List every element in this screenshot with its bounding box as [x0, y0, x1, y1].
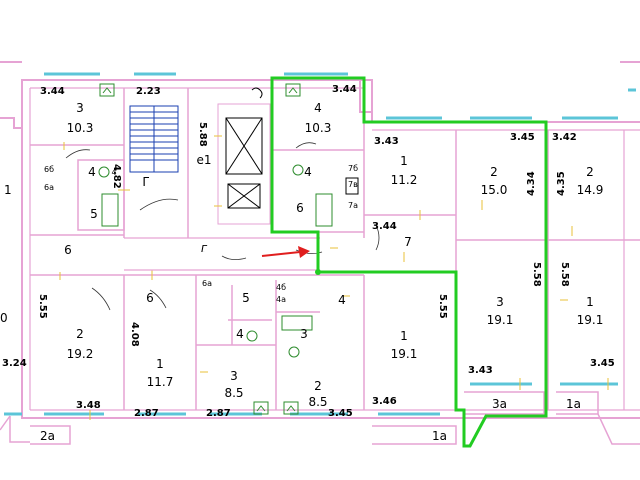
space-labels: 6 5 4 4 6 7 6 5 4 4 3 4 5 6 г г е1 Г 6б … — [40, 153, 581, 443]
space-label: 6а — [44, 183, 54, 192]
room-num: 2 — [314, 379, 322, 393]
space-label: 5 — [242, 291, 250, 305]
dimension-label: 2.23 — [136, 86, 161, 97]
space-label: 4 — [111, 168, 116, 177]
room-labels: 3 10.3 4 10.3 1 11.2 2 15.0 2 14.9 2 19.… — [0, 101, 603, 409]
vdimension-label: 5.55 — [437, 294, 448, 319]
room-area: 8.5 — [308, 395, 327, 409]
room-num: 3 — [230, 369, 238, 383]
space-label: 3 — [300, 327, 308, 341]
space-label: 2а — [40, 429, 55, 443]
staircase — [129, 105, 179, 173]
room-area: 8.5 — [224, 386, 243, 400]
dimension-label: 3.43 — [468, 365, 493, 376]
dimension-label: 3.42 — [552, 132, 577, 143]
dimension-label: 3.44 — [372, 221, 397, 232]
space-label: 4б — [276, 283, 286, 292]
vdimension-label: 5.88 — [197, 122, 208, 147]
room-area: 10.3 — [305, 121, 332, 135]
space-label: 4 — [338, 293, 346, 307]
room-num: 3 — [496, 295, 504, 309]
vdimension-label: 5.58 — [531, 262, 542, 287]
highlighted-apartment-outline — [270, 76, 548, 448]
room-area: 15.0 — [481, 183, 508, 197]
space-label: е1 — [196, 153, 211, 167]
space-label: 6а — [202, 279, 212, 288]
vdimension-label: 5.58 — [559, 262, 570, 287]
space-label: 4 — [304, 165, 312, 179]
room-num: 0 — [0, 311, 8, 325]
vertical-dimensions: 5.88 4.82 4.34 4.35 5.58 5.58 5.55 5.55 … — [37, 122, 570, 347]
vdimension-label: 4.35 — [556, 171, 567, 196]
space-label: 6 — [300, 211, 301, 213]
vdimension-label: 4.82 — [111, 164, 122, 189]
room-area: 19.1 — [577, 313, 604, 327]
room-num: 2 — [76, 327, 84, 341]
dimension-label: 3.45 — [590, 358, 615, 369]
space-label: 3а — [492, 397, 507, 411]
space-label: 6б — [44, 165, 54, 174]
vdimension-label: 5.55 — [37, 294, 48, 319]
room-num: 1 — [400, 154, 408, 168]
space-label: 4 — [88, 165, 96, 179]
space-label: Г — [142, 175, 149, 189]
space-label: 1а — [566, 397, 581, 411]
room-area: 10.3 — [67, 121, 94, 135]
entrance-point — [315, 269, 321, 275]
room-num: 2 — [586, 165, 594, 179]
elevator-shafts — [217, 103, 271, 225]
space-label: 7б — [348, 164, 358, 173]
space-label: 5 — [308, 175, 309, 177]
dimension-label: 2.87 — [206, 408, 231, 419]
space-label: 7 — [404, 235, 412, 249]
room-area: 14.9 — [577, 183, 604, 197]
room-num: 1 — [156, 357, 164, 371]
vdimension-label: 4.34 — [526, 171, 537, 196]
room-area: 11.2 — [391, 173, 418, 187]
space-label: 1а — [432, 429, 447, 443]
dimension-label: 3.48 — [76, 400, 101, 411]
space-label: 5 — [90, 207, 98, 221]
space-label: 7а — [348, 201, 358, 210]
dimension-label: 3.46 — [372, 396, 397, 407]
room-area: 11.7 — [147, 375, 174, 389]
dimension-label: 3.45 — [510, 132, 535, 143]
space-label: 6 — [146, 291, 154, 305]
entrance-arrow — [261, 246, 310, 258]
space-label: 6 — [64, 243, 72, 257]
space-label: 4 — [236, 327, 244, 341]
wall-ticks — [59, 135, 609, 420]
fixtures — [98, 83, 359, 415]
space-label: 6 — [296, 201, 304, 215]
room-area: 19.1 — [487, 313, 514, 327]
interior-walls — [30, 88, 640, 410]
room-num: 4 — [314, 101, 322, 115]
dimension-label: 3.45 — [328, 408, 353, 419]
doors — [65, 142, 380, 311]
dimension-label: 3.44 — [332, 84, 357, 95]
dimension-label: 3.43 — [374, 136, 399, 147]
dimension-label: 3.24 — [2, 358, 27, 369]
space-label: г — [201, 241, 208, 255]
corridor — [124, 237, 320, 271]
vdimension-label: 4.08 — [129, 322, 140, 347]
room-area: 19.1 — [391, 347, 418, 361]
space-label: г — [204, 251, 205, 253]
room-num: 1 — [4, 183, 12, 197]
room-area: 19.2 — [67, 347, 94, 361]
outer-wall-inner — [29, 87, 640, 411]
space-label: 4а — [276, 295, 286, 304]
room-num: 1 — [586, 295, 594, 309]
room-num: 1 — [400, 329, 408, 343]
dimension-label: 2.87 — [134, 408, 159, 419]
dimension-label: 3.44 — [40, 86, 65, 97]
room-num: 2 — [490, 165, 498, 179]
room-num: 3 — [76, 101, 84, 115]
dimensions: 3.44 2.23 3.44 3.43 3.45 3.42 3.44 3.43 … — [2, 84, 615, 419]
space-label: 7в — [348, 180, 358, 189]
balconies — [0, 391, 640, 445]
